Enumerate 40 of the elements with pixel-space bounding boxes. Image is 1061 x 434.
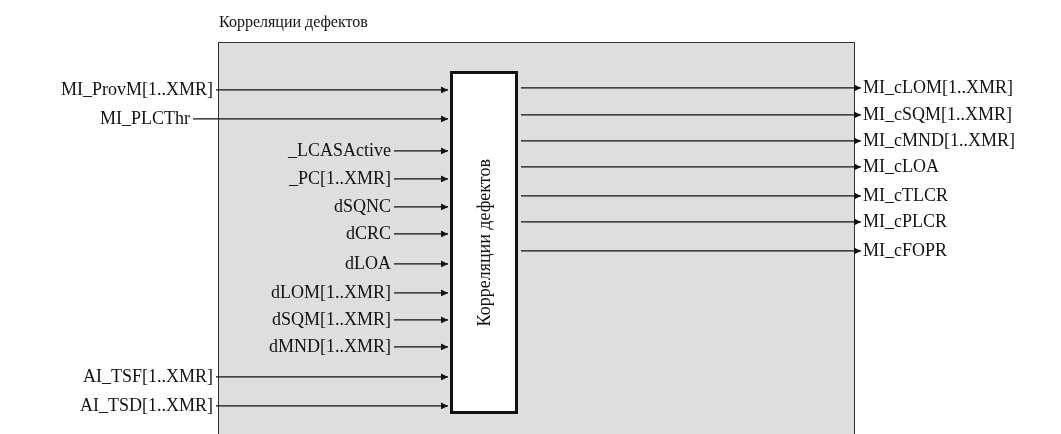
signal-label: dLOA [345,254,391,274]
arrow [393,260,449,268]
signal-label: MI_ProvM[1..XMR] [61,80,213,100]
arrow [192,115,449,123]
arrow [393,203,449,211]
signal-label: MI_cLOA [863,157,939,177]
arrow [215,373,449,381]
signal-label: MI_cMND[1..XMR] [863,131,1015,151]
arrow [215,86,449,94]
signal-label: MI_PLCThr [100,109,190,129]
arrow [393,175,449,183]
arrow [393,147,449,155]
signal-label: MI_cPLCR [863,212,947,232]
arrow [520,84,862,92]
signal-label: MI_cSQM[1..XMR] [863,105,1012,125]
arrow [393,230,449,238]
signal-label: _PC[1..XMR] [289,169,391,189]
signal-label: dCRC [346,224,392,244]
arrow [393,289,449,297]
arrow [393,316,449,324]
arrow [520,163,862,171]
signal-label: dSQNC [334,197,391,217]
block-title: Корреляции дефектов [219,13,368,31]
arrow [215,402,449,410]
signal-label: dMND[1..XMR] [269,337,391,357]
signal-label: MI_cLOM[1..XMR] [863,78,1013,98]
arrow [520,137,862,145]
arrow [520,111,862,119]
signal-label: dLOM[1..XMR] [271,283,391,303]
arrow [520,192,862,200]
process-block: Корреляции дефектов [450,71,518,414]
signal-label: _LCASActive [288,141,391,161]
signal-label: MI_cFOPR [863,241,947,261]
arrow [520,218,862,226]
arrow [520,247,862,255]
signal-label: MI_cTLCR [863,186,948,206]
arrow [393,343,449,351]
signal-label: AI_TSF[1..XMR] [83,367,213,387]
signal-label: AI_TSD[1..XMR] [80,396,213,416]
signal-label: dSQM[1..XMR] [272,310,391,330]
